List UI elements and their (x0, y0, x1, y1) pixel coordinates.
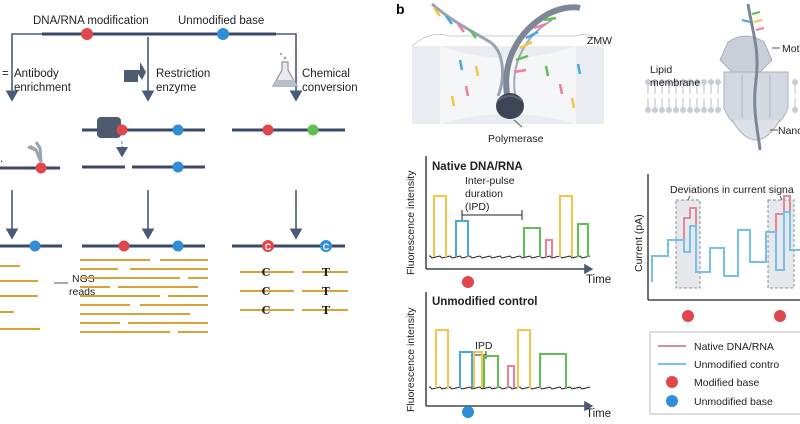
panel-b: b ZMW Polymerase (396, 1, 612, 420)
native-modified-marker (462, 276, 474, 288)
control-pulse-trace (429, 329, 591, 390)
native-x-label: Time (586, 274, 611, 286)
antibody-fragment: . (0, 153, 3, 165)
converted-base (307, 124, 319, 136)
pulse-5 (559, 195, 573, 257)
control-x-label: Time (586, 408, 611, 419)
unmodified-label: Unmodified base (178, 15, 264, 27)
pulse-7 (539, 353, 567, 388)
pulse-6 (577, 223, 589, 257)
enzyme-block (97, 117, 121, 138)
pulse-3 (473, 351, 483, 388)
read-letter-t1: T (322, 266, 331, 279)
ngs-label: NGSreads (69, 273, 95, 298)
current-modified-marker-1 (682, 310, 694, 322)
current-plot: Current (pA) Deviations in current signa (633, 174, 800, 322)
legend-modified-swatch (666, 376, 678, 388)
legend-unmodified-swatch (666, 395, 678, 407)
ngs-middle-unmodified (172, 240, 184, 252)
control-title: Unmodified control (432, 296, 537, 308)
pulse-5 (507, 365, 515, 388)
zmw-label: ZMW (587, 35, 612, 47)
motor-label: Motor (782, 43, 800, 55)
native-title: Native DNA/RNA (432, 161, 523, 173)
control-current-trace (651, 211, 800, 282)
nanopore-protein (719, 3, 789, 151)
current-modified-marker-2 (774, 310, 786, 322)
zmw-illustration (411, 2, 605, 128)
modified-base-dot (81, 28, 93, 40)
pulse-3 (523, 227, 541, 257)
enriched-modified-base (35, 162, 47, 174)
native-plot: Native DNA/RNA Fluorescence intensity Ti… (405, 156, 611, 288)
modified-label: DNA/RNA modification (33, 15, 149, 27)
nanopore-label: Nanopo (778, 125, 800, 137)
control-plot: Unmodified control Fluorescence intensit… (405, 292, 611, 420)
converted-T-base (320, 240, 332, 252)
panel-b-letter: b (396, 1, 405, 17)
antibody-icon-fragment: = (2, 68, 9, 80)
native-pulse-trace (429, 195, 591, 259)
baseline-noise (429, 254, 591, 259)
read-letter-c2: C (262, 285, 271, 298)
legend-control-label: Unmodified contro (694, 359, 779, 371)
native-ipd-bracket (461, 210, 523, 220)
control-unmodified-marker (462, 406, 474, 418)
legend-native-label: Native DNA/RNA (694, 341, 774, 353)
flask-icon (271, 52, 299, 87)
polymerase-icon (496, 93, 524, 119)
native-y-label: Fluorescence intensity (405, 170, 417, 275)
conversion-reads: C T C T C T (240, 266, 348, 317)
pulse-4 (545, 239, 553, 257)
legend-modified-label: Modified base (694, 377, 760, 389)
converted-T-glyph: C (323, 242, 330, 252)
current-y-label: Current (pA) (633, 214, 645, 272)
converted-C-glyph: C (265, 242, 272, 252)
legend: Native DNA/RNA Unmodified contro Modifie… (649, 331, 800, 415)
pulse-1 (433, 195, 447, 257)
branch-arrow-left (5, 33, 42, 102)
pulse-1 (435, 329, 449, 388)
converted-C-base (262, 240, 274, 252)
read-letter-t3: T (322, 304, 331, 317)
pulse-2 (459, 351, 473, 388)
restriction-enzyme-icon (124, 62, 146, 82)
read-letter-c1: C (262, 266, 271, 279)
uncut-modified-base (116, 124, 128, 136)
read-letter-c3: C (262, 304, 271, 317)
pulse-6 (517, 329, 531, 388)
read-letter-t2: T (322, 285, 331, 298)
lipid-membrane (645, 79, 798, 113)
cut-unmodified-base (172, 161, 184, 173)
ngs-reads-middle (80, 259, 208, 333)
panel-a: DNA/RNA modification Unmodified base Ant… (0, 15, 358, 333)
ngs-left-unmodified (29, 240, 41, 252)
polymerase-label: Polymerase (488, 133, 544, 145)
uncut-unmodified-base (172, 124, 184, 136)
deviation-label: Deviations in current signa (670, 184, 794, 196)
control-y-label: Fluorescence intensity (405, 307, 417, 412)
pulse-4 (483, 355, 499, 388)
unmodified-base-dot (217, 28, 229, 40)
pulse-2 (455, 220, 469, 257)
legend-unmodified-label: Unmodified base (694, 396, 773, 408)
ngs-middle-modified (118, 240, 130, 252)
ngs-reads-left (0, 265, 40, 330)
antibody-icon (27, 141, 43, 163)
control-ipd-label: IPD (475, 340, 493, 352)
branch-arrow-right (276, 33, 303, 102)
pre-modified-base (262, 124, 274, 136)
